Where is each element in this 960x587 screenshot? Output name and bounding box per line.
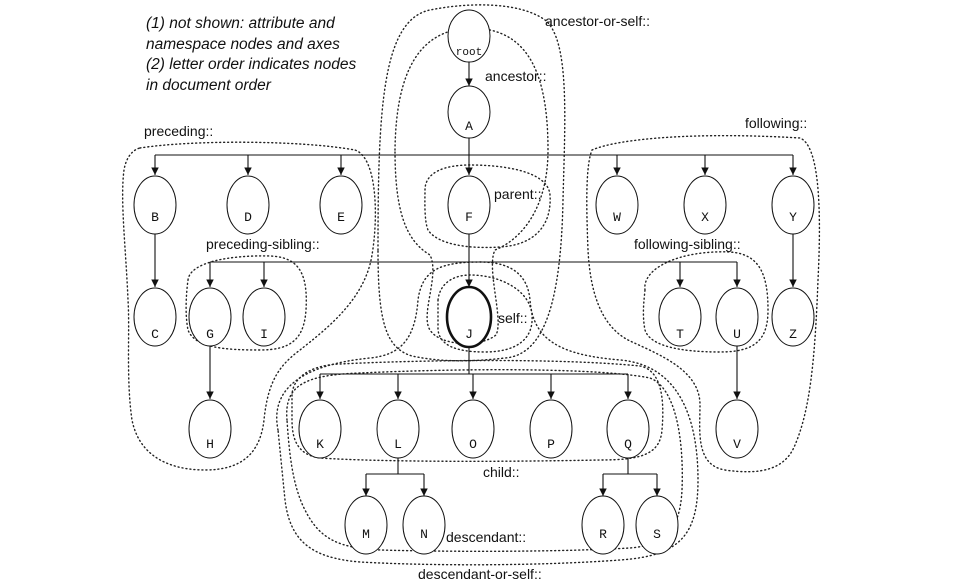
node-j-label: J <box>465 327 473 342</box>
node-b: B <box>133 175 177 235</box>
node-s: S <box>635 495 679 555</box>
node-k: K <box>298 399 342 459</box>
note-line-4: in document order <box>146 76 271 94</box>
axis-regions <box>121 4 821 566</box>
node-q: Q <box>606 399 650 459</box>
label-descendant-or-self: descendant-or-self:: <box>418 566 542 582</box>
node-m: M <box>344 495 388 555</box>
node-u-label: U <box>733 327 741 342</box>
node-m-label: M <box>362 527 370 542</box>
node-n-label: N <box>420 527 428 542</box>
label-following: following:: <box>745 115 807 131</box>
preceding-sibling-region <box>185 255 307 351</box>
node-z: Z <box>771 287 815 347</box>
label-preceding-sibling: preceding-sibling:: <box>206 236 320 252</box>
node-o-label: O <box>469 437 477 452</box>
node-y-label: Y <box>789 210 797 225</box>
node-g: G <box>188 287 232 347</box>
label-child: child:: <box>483 464 520 480</box>
node-j: J <box>445 285 493 349</box>
node-u: U <box>715 287 759 347</box>
node-l: L <box>376 399 420 459</box>
descendant-or-self-region <box>276 261 699 566</box>
node-w-label: W <box>613 210 621 225</box>
node-a: A <box>447 85 491 139</box>
parent-region <box>424 164 551 249</box>
label-descendant: descendant:: <box>446 529 526 545</box>
node-f: F <box>447 175 491 235</box>
node-y: Y <box>771 175 815 235</box>
node-x: X <box>683 175 727 235</box>
node-d: D <box>226 175 270 235</box>
node-i: I <box>242 287 286 347</box>
node-n: N <box>402 495 446 555</box>
preceding-region <box>121 141 377 471</box>
node-c: C <box>133 287 177 347</box>
descendant-region <box>286 369 683 553</box>
node-h: H <box>188 399 232 459</box>
following-region <box>586 134 821 473</box>
node-a-label: A <box>465 119 473 134</box>
label-ancestor: ancestor:: <box>485 68 546 84</box>
node-w: W <box>595 175 639 235</box>
label-following-sibling: following-sibling:: <box>634 236 741 252</box>
note-line-3: (2) letter order indicates nodes <box>146 56 357 73</box>
note-line-1: (1) not shown: attribute and <box>146 15 335 32</box>
node-v: V <box>715 399 759 459</box>
label-preceding: preceding:: <box>144 123 213 139</box>
node-p-label: P <box>547 437 555 452</box>
node-o: O <box>451 399 495 459</box>
node-l-label: L <box>394 437 402 452</box>
following-sibling-region <box>642 251 769 353</box>
node-h-label: H <box>206 437 214 452</box>
node-r-label: R <box>599 527 607 542</box>
node-q-label: Q <box>624 437 632 452</box>
node-e-label: E <box>337 210 345 225</box>
node-root: root <box>447 9 491 63</box>
node-v-label: V <box>733 437 741 452</box>
label-self: self:: <box>498 310 528 326</box>
node-e: E <box>319 175 363 235</box>
node-root-label: root <box>456 47 482 59</box>
tree-edges <box>151 62 797 496</box>
axis-labels: ancestor-or-self:: ancestor:: preceding:… <box>144 13 807 582</box>
ancestor-or-self-region <box>377 4 566 362</box>
note-line-2: namespace nodes and axes <box>146 35 340 53</box>
node-c-label: C <box>151 327 159 342</box>
legend-notes: (1) not shown: attribute and namespace n… <box>146 14 396 96</box>
node-b-label: B <box>151 210 159 225</box>
node-f-label: F <box>465 210 473 225</box>
child-region <box>291 359 664 463</box>
node-t-label: T <box>676 327 684 342</box>
node-s-label: S <box>653 527 661 542</box>
node-t: T <box>658 287 702 347</box>
node-z-label: Z <box>789 327 797 342</box>
node-k-label: K <box>316 437 324 452</box>
tree-nodes: root A B D E F W X <box>133 9 815 555</box>
node-i-label: I <box>260 327 268 342</box>
node-d-label: D <box>244 210 252 225</box>
node-r: R <box>581 495 625 555</box>
node-g-label: G <box>206 327 214 342</box>
node-p: P <box>529 399 573 459</box>
label-ancestor-or-self: ancestor-or-self:: <box>545 13 650 29</box>
node-x-label: X <box>701 210 709 225</box>
label-parent: parent:: <box>494 186 541 202</box>
